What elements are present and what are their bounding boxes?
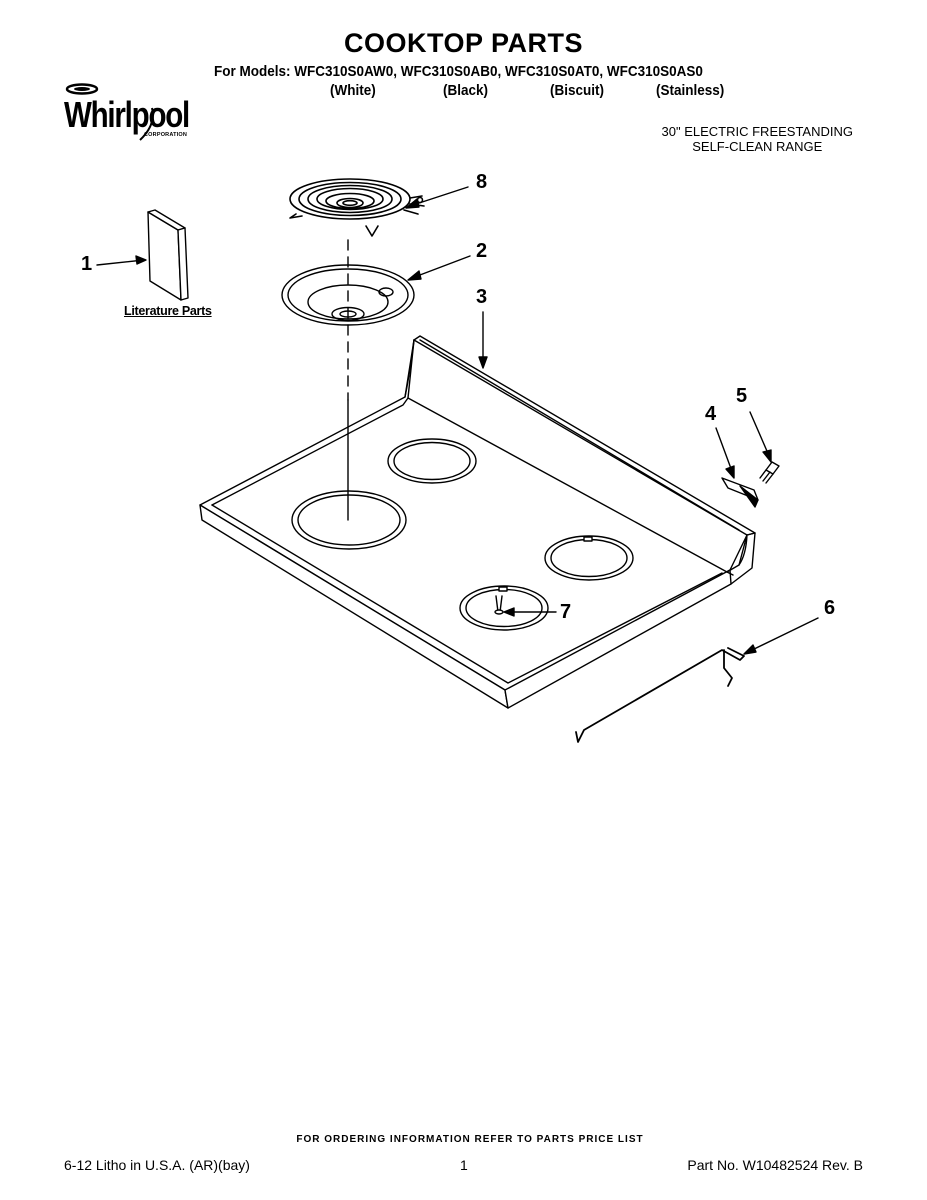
product-line-1: 30" ELECTRIC FREESTANDING [661,124,853,139]
callout-3: 3 [476,286,488,308]
color-stainless: (Stainless) [656,82,725,99]
brand-tagline: CORPORATION [144,132,188,138]
color-black: (Black) [443,82,489,99]
literature-booklet [147,209,189,301]
surface-element-coil [289,178,425,237]
litho-info: 6-12 Litho in U.S.A. (AR)(bay) [64,1157,250,1173]
callout-6: 6 [824,597,836,619]
models-line: For Models: WFC310S0AW0, WFC310S0AB0, WF… [214,63,703,80]
cooktop-exploded-diagram [96,178,819,743]
color-white: (White) [330,82,376,99]
callout-8: 8 [476,171,488,193]
cooktop-panel [199,335,756,709]
callout-5: 5 [736,385,748,407]
callout-1: 1 [81,253,93,275]
callout-7: 7 [560,601,572,623]
mounting-screw [759,461,780,484]
color-biscuit: (Biscuit) [550,82,604,99]
brand-name: Whirlpool [64,94,190,135]
product-description: 30" ELECTRIC FREESTANDING SELF-CLEAN RAN… [662,124,853,154]
part-number: Part No. W10482524 Rev. B [687,1157,863,1173]
hinge-rod [575,647,745,743]
callout-2: 2 [476,240,488,262]
page-title: COOKTOP PARTS [343,28,584,58]
literature-parts-label: Literature Parts [124,304,212,318]
ordering-note: FOR ORDERING INFORMATION REFER TO PARTS … [296,1134,644,1145]
logo-swirl-icon [65,83,154,141]
hinge-bracket [721,477,759,508]
callout-leaders [96,186,819,655]
product-line-2: SELF-CLEAN RANGE [692,139,823,154]
page-number: 1 [460,1157,468,1173]
whirlpool-logo: Whirlpool CORPORATION [60,80,210,142]
callout-4: 4 [705,403,717,425]
burner-screw [494,595,504,615]
